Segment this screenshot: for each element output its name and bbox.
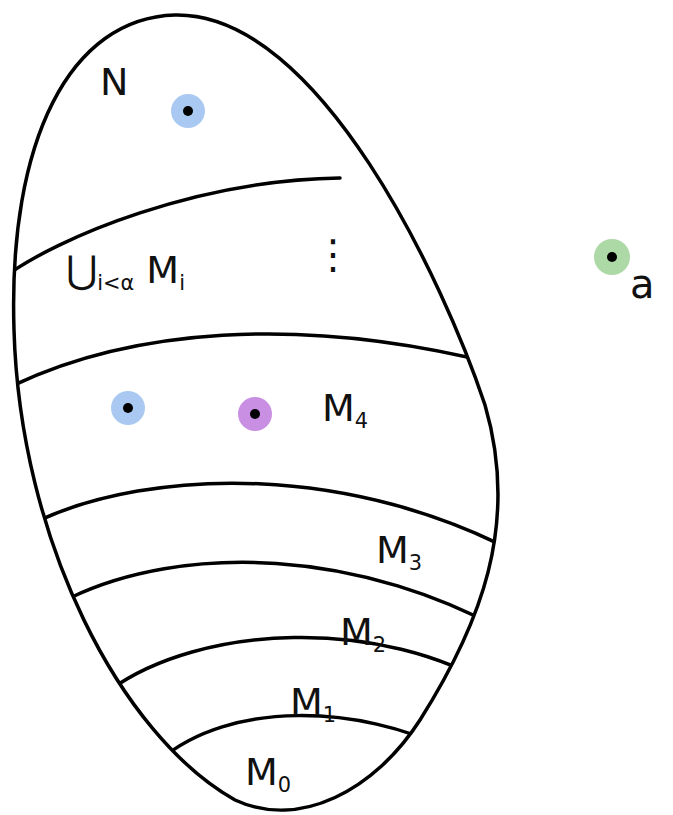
green-dot (594, 239, 630, 275)
band-label: M4 (322, 388, 368, 430)
band-region: M0 (245, 752, 291, 794)
band-region: ⋃i<α Mi (66, 250, 185, 292)
ellipsis-dots: ⋮ (313, 232, 353, 276)
band-lines (0, 15, 530, 810)
band-region: M4 (322, 388, 368, 430)
band-line (70, 562, 520, 640)
dot-center (183, 106, 193, 116)
blue-dot (111, 391, 145, 425)
purple-dot (238, 397, 272, 431)
dot-center (607, 252, 617, 262)
band-label: N (100, 62, 128, 104)
point-label: a (630, 262, 655, 306)
band-region: M1 (290, 682, 336, 724)
band-line (40, 483, 530, 560)
band-label: M0 (245, 752, 291, 794)
band-region: M2 (340, 612, 386, 654)
band-label: M3 (376, 530, 422, 572)
blue-dot (171, 94, 205, 128)
egg-outline (14, 15, 498, 810)
band-region: M3 (376, 530, 422, 572)
band-line (0, 334, 520, 392)
band-label: M1 (290, 682, 336, 724)
dots (111, 94, 630, 431)
dot-center (250, 409, 260, 419)
dot-center (123, 403, 133, 413)
band-label: ⋃i<α Mi (66, 250, 185, 292)
band-label: M2 (340, 612, 386, 654)
band-region: N (100, 62, 128, 104)
